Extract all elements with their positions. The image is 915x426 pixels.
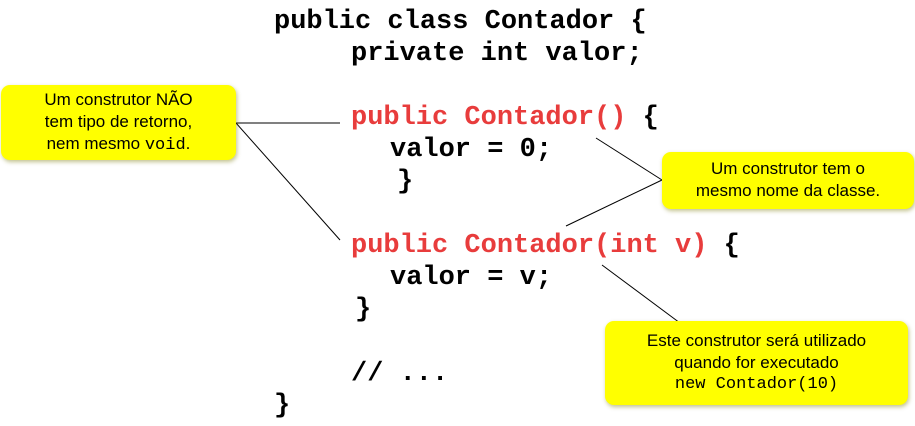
callout-no-return-type: Um construtor NÃO tem tipo de retorno, n… bbox=[1, 85, 236, 160]
callout-used-when-code: new Contador(10) bbox=[674, 375, 839, 394]
void-keyword: void bbox=[144, 136, 186, 155]
connector-used-when-to-ctor2 bbox=[601, 264, 681, 324]
code-line-ctor1-close: } bbox=[397, 167, 414, 197]
callout-same-name-line2: mesmo nome da classe. bbox=[695, 181, 881, 200]
callout-no-return-line1: Um construtor NÃO bbox=[44, 90, 193, 109]
callout-used-when: Este construtor será utilizado quando fo… bbox=[605, 321, 908, 405]
code-line-field: private int valor; bbox=[351, 39, 643, 69]
ctor2-open-brace: { bbox=[723, 231, 740, 261]
code-line-ctor2-signature: public Contador(int v) { bbox=[351, 230, 740, 262]
code-line-ctor2-close: } bbox=[355, 295, 372, 325]
ctor1-keyword: public bbox=[351, 103, 449, 133]
callout-used-when-line1: Este construtor será utilizado bbox=[646, 331, 867, 350]
connector-same-name-to-ctor1 bbox=[595, 137, 663, 181]
ctor1-open-brace: { bbox=[642, 103, 659, 133]
code-line-comment: // ... bbox=[351, 359, 449, 389]
ctor1-name: Contador() bbox=[464, 103, 627, 133]
callout-no-return-line3-prefix: nem mesmo bbox=[46, 134, 145, 153]
code-line-ctor1-body: valor = 0; bbox=[390, 135, 553, 165]
code-line-class-close: } bbox=[274, 391, 291, 421]
connector-no-return-to-ctor2 bbox=[235, 122, 341, 241]
code-line-class-header: public class Contador { bbox=[274, 7, 647, 37]
callout-no-return-line3: nem mesmo void. bbox=[1, 133, 236, 157]
code-line-ctor1-signature: public Contador() { bbox=[351, 102, 659, 134]
connector-same-name-to-ctor2 bbox=[565, 179, 663, 227]
ctor2-name: Contador(int v) bbox=[464, 231, 708, 261]
code-line-ctor2-body: valor = v; bbox=[390, 263, 553, 293]
callout-used-when-line2: quando for executado bbox=[674, 353, 839, 372]
callout-same-name-line1: Um construtor tem o bbox=[711, 159, 865, 178]
callout-no-return-line2: tem tipo de retorno, bbox=[44, 112, 193, 131]
callout-same-name: Um construtor tem o mesmo nome da classe… bbox=[662, 152, 914, 209]
callout-no-return-line3-suffix: . bbox=[185, 134, 191, 153]
ctor2-keyword: public bbox=[351, 231, 449, 261]
